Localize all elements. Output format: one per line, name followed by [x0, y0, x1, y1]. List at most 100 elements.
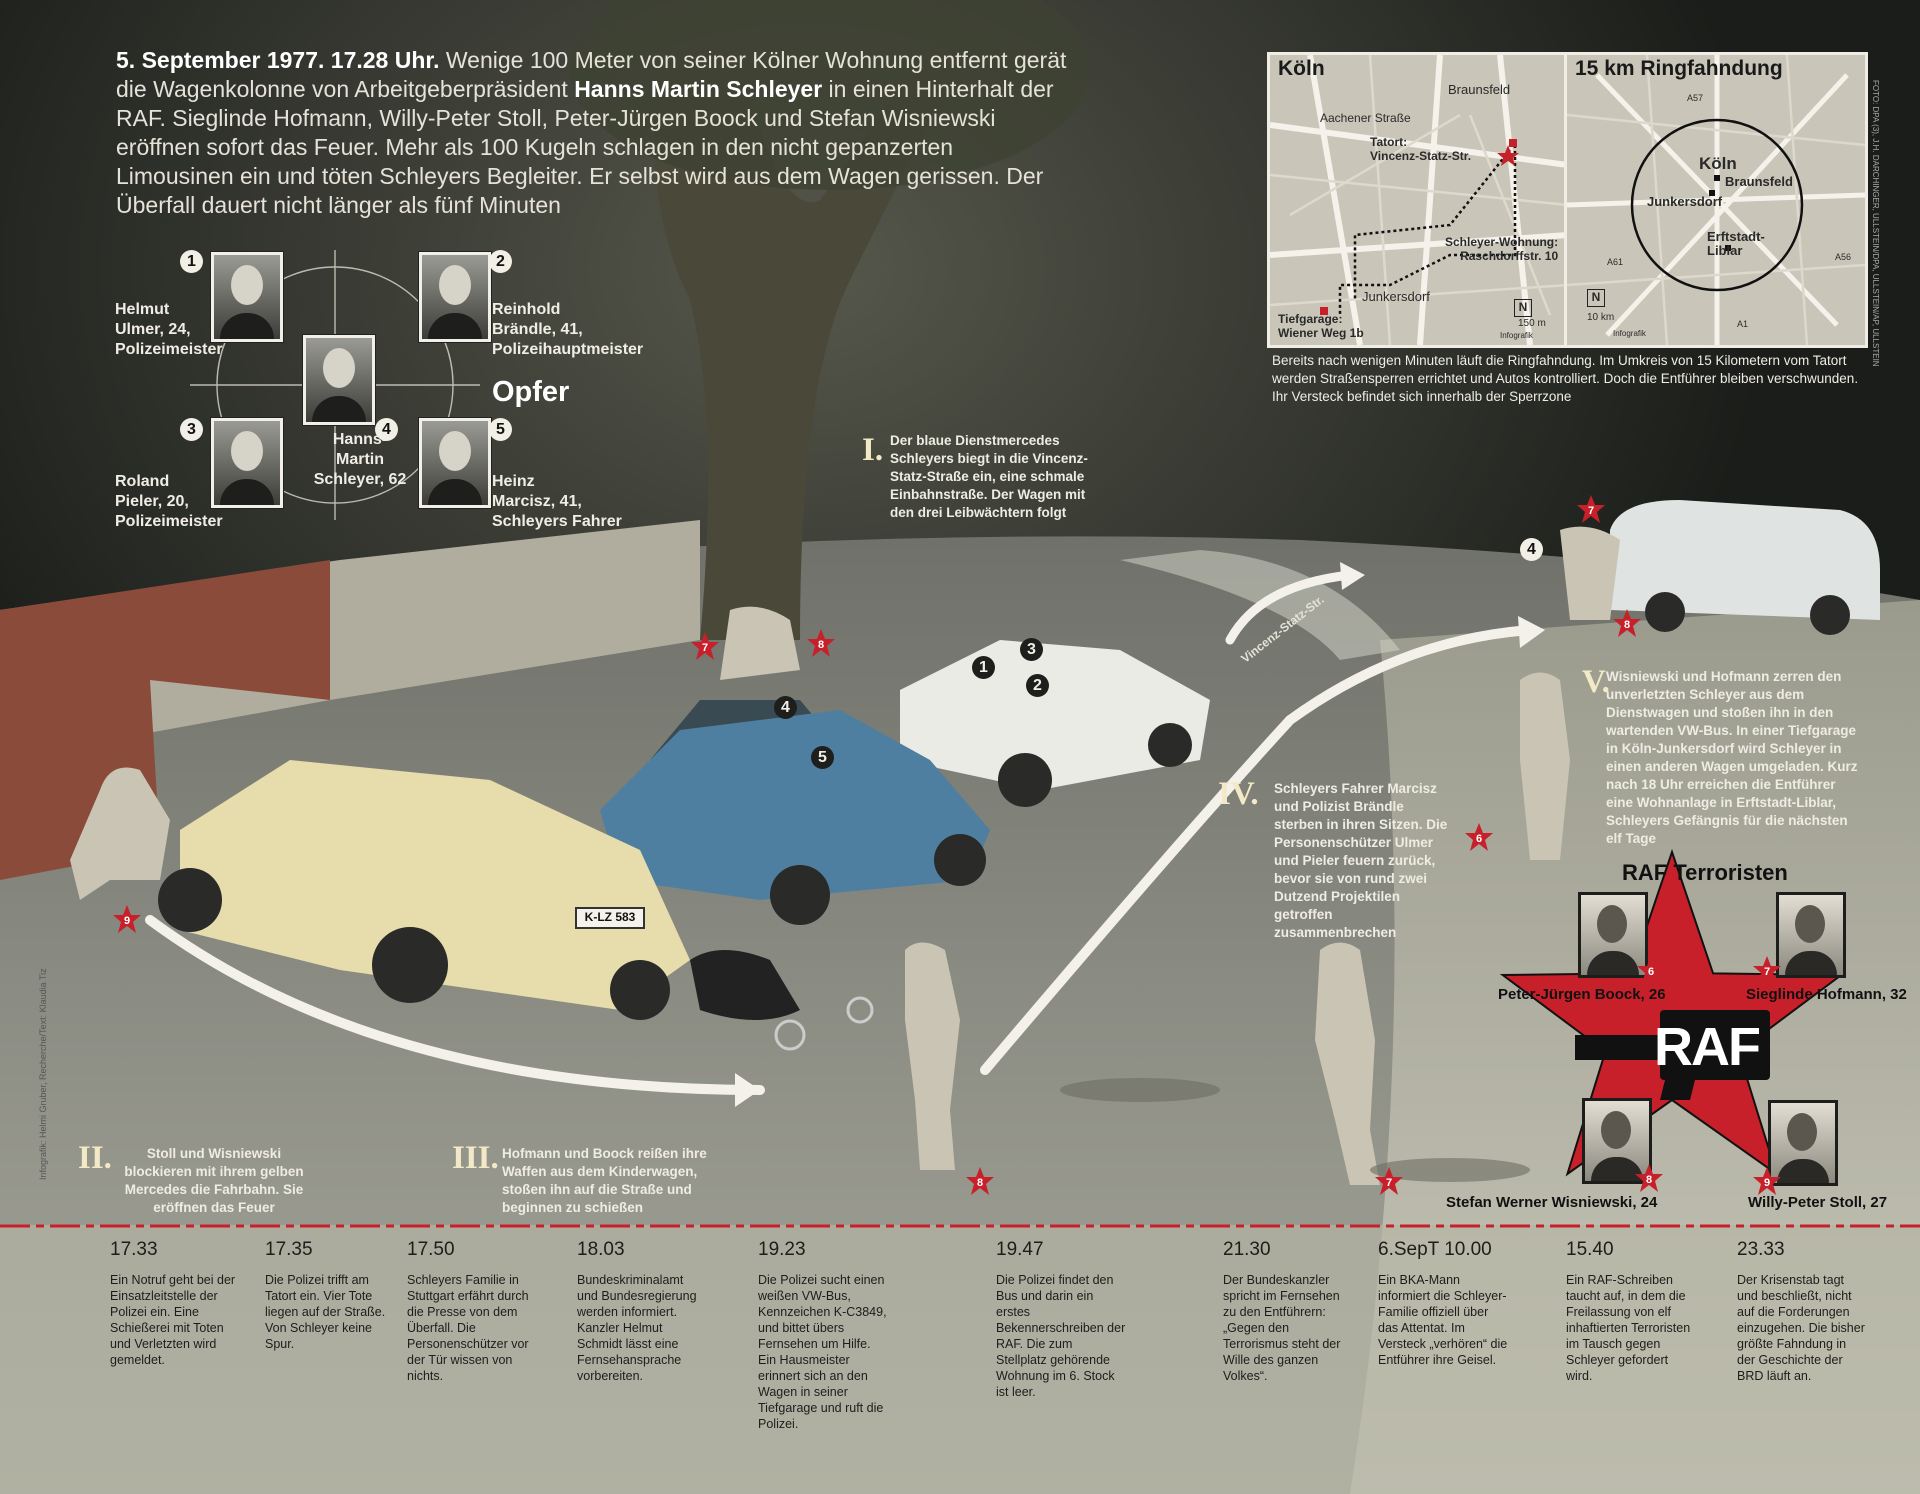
- victims-heading: Opfer: [492, 376, 570, 408]
- timeline-time: 15.40: [1566, 1239, 1614, 1260]
- star-marker-9: 9: [112, 904, 142, 934]
- intro-lead: 5. September 1977. 17.28 Uhr.: [116, 47, 440, 73]
- map-label-erftstadt: Erftstadt-Liblar: [1707, 229, 1765, 258]
- star-marker-7: 7: [1576, 494, 1606, 524]
- step-roman-4: IV.: [1218, 776, 1259, 812]
- figure-boock: [1520, 672, 1570, 860]
- terrorist-name-hofmann: Sieglinde Hofmann, 32: [1746, 986, 1907, 1003]
- timeline-time: 23.33: [1737, 1239, 1785, 1260]
- bus-marker-4: 4: [1520, 538, 1543, 561]
- timeline-time: 21.30: [1223, 1239, 1271, 1260]
- timeline-text: Die Polizei trifft am Tatort ein. Vier T…: [265, 1273, 386, 1351]
- map-label-a1: A1: [1737, 319, 1749, 329]
- timeline-text: Der Bundeskanzler spricht im Fernsehen z…: [1223, 1273, 1341, 1383]
- map-label-wohnung: Schleyer-Wohnung:Raschdorffstr. 10: [1445, 235, 1559, 263]
- route-arrow-2: [980, 625, 1535, 1075]
- tree-trunk: [654, 40, 960, 640]
- svg-text:8: 8: [977, 1177, 983, 1189]
- map-label-a56: A56: [1835, 252, 1852, 262]
- terrorist-name-boock: Peter-Jürgen Boock, 26: [1498, 986, 1666, 1003]
- svg-text:6: 6: [1648, 966, 1654, 978]
- svg-text:8: 8: [1624, 619, 1630, 631]
- brick-wall: [0, 560, 330, 880]
- map-koeln-title: Köln: [1278, 57, 1325, 80]
- map-label-junkersdorf-ring: Junkersdorf: [1647, 194, 1723, 209]
- victim-photo-braendle: [419, 252, 491, 342]
- map-label-braunsfeld-ring: Braunsfeld: [1725, 174, 1793, 189]
- map-label-aachener: Aachener Straße: [1320, 111, 1411, 125]
- timeline-time: 18.03: [577, 1239, 625, 1260]
- timeline-time: 6.SepT 10.00: [1378, 1239, 1492, 1260]
- star-marker-7: 7: [1752, 955, 1782, 985]
- yellow-mercedes: [158, 760, 690, 1020]
- timeline-area: [0, 1225, 1920, 1494]
- step-text-3: Hofmann und Boock reißen ihre Waffen aus…: [502, 1146, 707, 1215]
- svg-text:7: 7: [1386, 1177, 1392, 1189]
- step-roman-5: V.: [1582, 664, 1610, 700]
- graphic-credit: Infografik: Helmi Gruber, Recherche/Text…: [38, 968, 48, 1180]
- car-marker-3: 3: [1020, 638, 1043, 661]
- timeline-time: 19.23: [758, 1239, 806, 1260]
- car-marker-2: 2: [1026, 674, 1049, 697]
- star-marker-8: 8: [965, 1166, 995, 1196]
- route-arrow-1: [145, 915, 765, 1095]
- svg-text:9: 9: [124, 915, 130, 927]
- map-ringfahndung: 15 km Ringfahndung A57 Köln Braunsfeld J…: [1564, 52, 1868, 348]
- timeline-time: 17.33: [110, 1239, 158, 1260]
- stroller: [690, 950, 874, 1051]
- vw-bus: [1610, 500, 1880, 635]
- map-koeln: Köln Braunsfeld Aachener Straße Tatort:V…: [1267, 52, 1571, 348]
- star-marker-7: 7: [690, 631, 720, 661]
- victim-photo-pieler: [211, 418, 283, 508]
- timeline-text: Ein Notruf geht bei der Einsatzleitstell…: [110, 1273, 236, 1367]
- map-caption: Bereits nach wenigen Minuten läuft die R…: [1272, 353, 1859, 404]
- map-label-braunsfeld: Braunsfeld: [1448, 82, 1511, 97]
- svg-text:7: 7: [1588, 505, 1594, 517]
- photo-credit: FOTO: DPA (3), J.H. DARCHINGER, ULLSTEIN…: [1871, 80, 1880, 367]
- step-text-1: Der blaue Dienstmercedes Schleyers biegt…: [890, 433, 1088, 520]
- svg-text:8: 8: [1646, 1174, 1652, 1186]
- victim-photo-schleyer: [303, 335, 375, 425]
- wall-face: [0, 520, 700, 760]
- timeline-text: Ein BKA-Mann informiert die Schleyer-Fam…: [1378, 1273, 1508, 1367]
- car-marker-4: 4: [774, 696, 797, 719]
- star-marker-6: 6: [1464, 822, 1494, 852]
- map-label-a61: A61: [1607, 257, 1624, 267]
- figures: [70, 526, 1620, 1185]
- map-ring-streets: [1567, 55, 1865, 345]
- timeline-text: Bundeskriminalamt und Bundesregierung we…: [577, 1273, 697, 1383]
- map-label-koeln: Köln: [1699, 154, 1737, 173]
- map-label-tiefgarage: Tiefgarage:Wiener Weg 1b: [1278, 312, 1364, 340]
- map-koeln-streets: [1270, 55, 1568, 345]
- svg-text:7: 7: [1764, 966, 1770, 978]
- svg-text:7: 7: [702, 642, 708, 654]
- intro-name: Hanns Martin Schleyer: [574, 76, 823, 102]
- step-roman-2: II.: [78, 1140, 112, 1176]
- tree-canopy: [570, 0, 1090, 190]
- north-icon: N: [1514, 299, 1532, 317]
- map-scale-10km: 10 km: [1587, 312, 1615, 323]
- svg-text:9: 9: [1764, 1177, 1770, 1189]
- map-koeln-credit: Infografik: [1500, 331, 1533, 340]
- map-label-tatort: Tatort:Vincenz-Statz-Str.: [1370, 135, 1472, 163]
- step-roman-3: III.: [452, 1140, 499, 1176]
- timeline-text: Ein RAF-Schreiben taucht auf, in dem die…: [1566, 1273, 1691, 1383]
- victim-number-2: 2: [489, 250, 512, 273]
- step-roman-1: I.: [862, 432, 884, 468]
- star-marker-8: 8: [1612, 608, 1642, 638]
- victim-number-3: 3: [180, 418, 203, 441]
- raf-logo-text: RAF: [1654, 1017, 1761, 1077]
- step-text-5: Wisniewski und Hofmann zerren den unverl…: [1606, 669, 1858, 846]
- car-marker-5: 5: [811, 746, 834, 769]
- step-text-2: Stoll und Wisniewski blockieren mit ihre…: [124, 1146, 304, 1215]
- figure-hofmann: [1315, 942, 1380, 1185]
- car-marker-1: 1: [972, 656, 995, 679]
- victim-number-5: 5: [489, 418, 512, 441]
- timeline-text: Die Polizei findet den Bus und darin ein…: [996, 1273, 1126, 1399]
- star-marker-9: 9: [1752, 1166, 1782, 1196]
- raf-star-logo: [1499, 848, 1845, 1177]
